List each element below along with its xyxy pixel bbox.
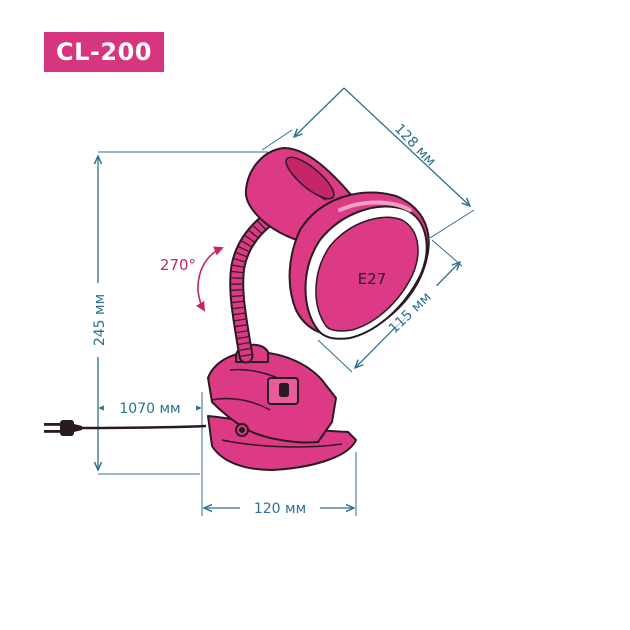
rotation-angle-label: 270° xyxy=(160,256,196,274)
clamp-width-label: 120 мм xyxy=(254,501,306,517)
power-cord xyxy=(44,420,207,436)
lamp-illustration xyxy=(207,147,430,471)
cord-length-label: 1070 мм xyxy=(119,401,180,417)
cord-length-dimension: 1070 мм xyxy=(97,392,203,516)
clamp-width-dimension: 120 мм xyxy=(204,452,357,518)
lamp-shade-inner xyxy=(315,216,419,332)
rotation-indicator: 270° xyxy=(160,246,224,312)
socket-type-label: E27 xyxy=(358,270,387,288)
plug-icon xyxy=(44,420,82,436)
gooseneck-arm xyxy=(231,213,274,357)
rotation-arrow-icon xyxy=(195,246,224,312)
height-label: 245 мм xyxy=(92,294,108,346)
height-dimension: 245 мм xyxy=(86,151,268,475)
model-badge: CL-200 xyxy=(44,32,164,72)
